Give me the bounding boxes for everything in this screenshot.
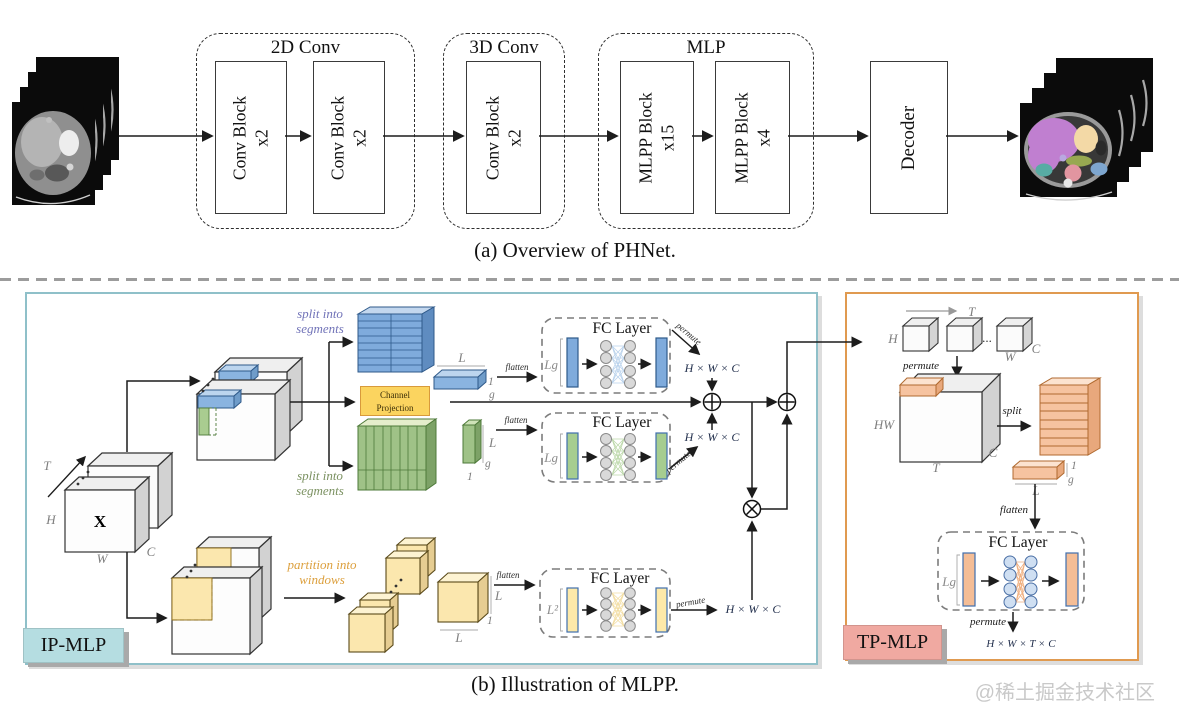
tp-mlp-panel — [845, 292, 1139, 661]
mlpp-block-2-mult: x4 — [753, 128, 774, 147]
group-3d-conv: 3D Conv — [443, 33, 565, 229]
decoder-block: Decoder — [870, 61, 948, 214]
mlpp-block-1-name: MLPP Block — [635, 91, 656, 184]
conv-block-3d-mult: x2 — [504, 128, 525, 147]
conv-block-2: Conv Block x2 — [313, 61, 385, 214]
tp-mlp-label: TP-MLP — [843, 625, 942, 660]
channel-projection-box: Channel Projection — [360, 386, 430, 416]
caption-a: (a) Overview of PHNet. — [474, 238, 676, 262]
mlpp-block-1: MLPP Block x15 — [620, 61, 694, 214]
group-2d-conv-title: 2D Conv — [270, 37, 341, 58]
conv-block-1: Conv Block x2 — [215, 61, 287, 214]
caption-b: (b) Illustration of MLPP. — [471, 672, 679, 696]
conv-block-1-name: Conv Block — [229, 95, 250, 180]
conv-block-3d-name: Conv Block — [482, 95, 503, 180]
ip-mlp-label: IP-MLP — [23, 628, 124, 663]
conv-block-1-mult: x2 — [252, 128, 272, 147]
channel-projection-line2: Projection — [376, 403, 414, 414]
group-mlp: MLP — [598, 33, 814, 229]
conv-block-3d: Conv Block x2 — [466, 61, 541, 214]
ip-mlp-panel — [25, 292, 818, 665]
mlpp-block-2: MLPP Block x4 — [715, 61, 790, 214]
output-ct-stack — [1020, 58, 1153, 201]
group-mlp-title: MLP — [686, 37, 726, 58]
watermark: @稀土掘金技术社区 — [974, 682, 1155, 704]
section-divider — [0, 278, 1179, 281]
mlpp-block-2-name: MLPP Block — [731, 91, 752, 184]
mlpp-block-1-mult: x15 — [658, 124, 678, 151]
input-ct-stack — [12, 57, 119, 205]
decoder-label: Decoder — [897, 105, 919, 170]
conv-block-2-mult: x2 — [350, 128, 370, 147]
channel-projection-line1: Channel — [380, 390, 410, 400]
group-3d-conv-title: 3D Conv — [469, 37, 539, 58]
conv-block-2-name: Conv Block — [327, 95, 348, 180]
group-2d-conv: 2D Conv — [196, 33, 415, 229]
